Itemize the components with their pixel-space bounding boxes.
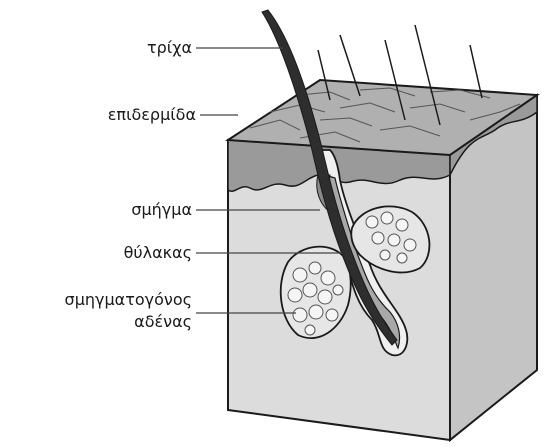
label-sebaceous-gland-line1: σμηγματογόνος (8, 290, 192, 310)
label-hair: τρίχα (90, 38, 192, 58)
label-sebaceous-gland-line2: αδένας (90, 312, 192, 332)
label-sebum: σμήγμα (90, 200, 192, 220)
label-epidermis: επιδερμίδα (40, 105, 196, 125)
label-follicle: θύλακας (90, 243, 192, 263)
